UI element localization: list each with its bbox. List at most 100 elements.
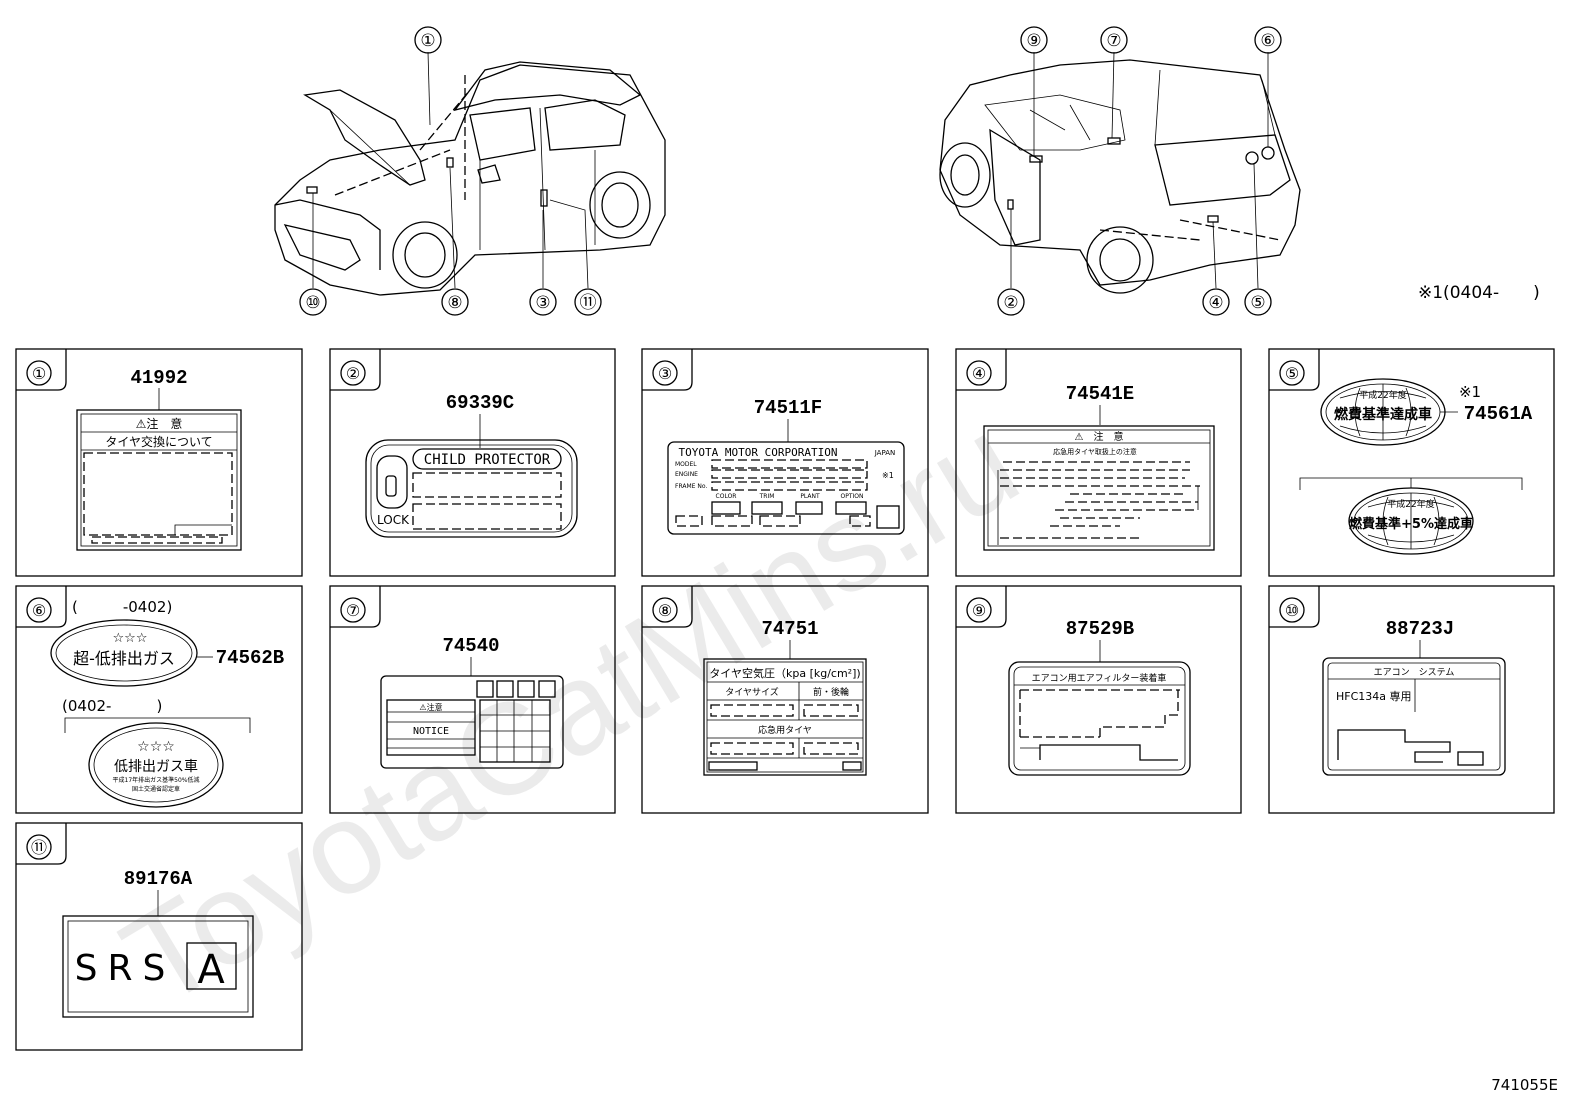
part-number: 89176A [124, 868, 193, 890]
svg-text:A: A [197, 947, 225, 993]
svg-text:燃費基準達成車: 燃費基準達成車 [1334, 406, 1432, 423]
svg-text:タイヤサイズ: タイヤサイズ [725, 686, 778, 698]
svg-text:NOTICE: NOTICE [413, 726, 449, 737]
svg-text:応急用タイヤ取扱上の注意: 応急用タイヤ取扱上の注意 [1053, 447, 1137, 456]
svg-text:⑦: ⑦ [1106, 31, 1121, 51]
svg-text:④: ④ [1208, 293, 1223, 313]
svg-text:国土交通省認定車: 国土交通省認定車 [132, 785, 180, 793]
label-87529B-illustration: エアコン用エアフィルター装着車 [1008, 661, 1191, 776]
svg-text:応急用タイヤ: 応急用タイヤ [758, 724, 812, 736]
svg-text:⑧: ⑧ [447, 293, 462, 313]
panel-74511F: ③ 74511F TOYOTA MOTOR CORPORATION JAPAN … [641, 348, 929, 577]
svg-text:②: ② [346, 364, 360, 383]
fuel-economy-seal-2: 平成22年度 燃費基準+5%達成車 [1348, 487, 1474, 555]
callout-9: ⑨ [1020, 26, 1048, 54]
panel-74540: ⑦ 74540 ⚠注意 NOTICE [329, 585, 616, 814]
part-number: 69339C [446, 392, 514, 414]
svg-text:MODEL: MODEL [675, 461, 697, 468]
panel-87529B: ⑨ 87529B エアコン用エアフィルター装着車 [955, 585, 1242, 814]
panel-74561A: ⑤ ※1 74561A 平成22年度 燃費基準達成車 平成22年度 燃費基準+5… [1268, 348, 1555, 577]
svg-text:⑥: ⑥ [32, 601, 46, 620]
label-74541E-illustration: ⚠ 注 意 応急用タイヤ取扱上の注意 [983, 425, 1215, 551]
part-number: 74541E [1066, 383, 1134, 405]
svg-text:⚠注 意: ⚠注 意 [136, 416, 183, 431]
svg-text:⑤: ⑤ [1250, 293, 1265, 313]
part-number: 74540 [442, 635, 499, 657]
svg-text:⑨: ⑨ [1026, 31, 1041, 51]
label-88723J-illustration: エアコン システム HFC134a 専用 [1322, 657, 1506, 776]
callout-7: ⑦ [1100, 26, 1128, 54]
svg-text:HFC134a 専用: HFC134a 専用 [1336, 690, 1412, 703]
svg-text:(0402- ): (0402- ) [62, 697, 162, 715]
svg-text:ENGINE: ENGINE [675, 471, 698, 478]
svg-text:LOCK: LOCK [377, 513, 410, 527]
svg-text:※1: ※1 [1459, 383, 1481, 401]
svg-text:CHILD PROTECTOR: CHILD PROTECTOR [424, 452, 551, 468]
svg-text:⑧: ⑧ [658, 601, 672, 620]
callout-5: ⑤ [1244, 288, 1272, 316]
svg-text:☆☆☆: ☆☆☆ [113, 631, 148, 646]
svg-text:※1: ※1 [882, 471, 894, 480]
svg-text:⚠ 注 意: ⚠ 注 意 [1075, 430, 1124, 443]
panel-89176A: ⑪ 89176A SRS A [15, 822, 303, 1051]
callout-2: ② [997, 288, 1025, 316]
label-41992-illustration: ⚠注 意 タイヤ交換について [76, 409, 242, 551]
callout-8: ⑧ [441, 288, 469, 316]
svg-text:OPTION: OPTION [841, 493, 864, 500]
svg-text:FRAME No.: FRAME No. [675, 483, 707, 490]
panel-41992: ① 41992 ⚠注 意 タイヤ交換について [15, 348, 303, 577]
label-74751-illustration: タイヤ空気圧（kpa [kg/cm²]) タイヤサイズ 前・後輪 応急用タイヤ [703, 658, 867, 776]
callout-1: ① [414, 26, 442, 54]
svg-text:⑪: ⑪ [31, 838, 47, 857]
svg-text:③: ③ [658, 364, 672, 383]
diagram-id: 741055E [1491, 1076, 1558, 1094]
svg-text:PLANT: PLANT [800, 493, 820, 500]
svg-text:エアコン システム: エアコン システム [1374, 667, 1455, 678]
callout-11: ⑪ [574, 288, 602, 316]
part-number: 74511F [754, 397, 822, 419]
svg-text:平成22年度: 平成22年度 [1359, 389, 1406, 401]
car-front-illustration [274, 51, 666, 296]
svg-text:TRIM: TRIM [759, 493, 775, 500]
svg-text:燃費基準+5%達成車: 燃費基準+5%達成車 [1349, 516, 1473, 532]
panel-69339C: ② 69339C CHILD PROTECTOR LOCK [329, 348, 616, 577]
car-front-callouts: ① ⑩ ⑧ ③ ⑪ [299, 26, 602, 316]
svg-text:①: ① [32, 364, 46, 383]
svg-text:⑨: ⑨ [972, 601, 986, 620]
callout-4: ④ [1202, 288, 1230, 316]
svg-text:タイヤ空気圧（kpa [kg/cm²]): タイヤ空気圧（kpa [kg/cm²]) [709, 666, 860, 680]
car-rear-illustration [939, 51, 1301, 294]
car-rear-callouts: ⑨ ⑦ ⑥ ② ④ ⑤ [997, 26, 1282, 316]
svg-text:☆☆☆: ☆☆☆ [137, 739, 175, 755]
svg-text:SRS: SRS [75, 948, 176, 989]
svg-text:⑦: ⑦ [346, 601, 360, 620]
callout-6: ⑥ [1254, 26, 1282, 54]
callout-3: ③ [529, 288, 557, 316]
emission-seal-1: ☆☆☆ 超-低排出ガス [50, 619, 198, 687]
svg-text:超-低排出ガス: 超-低排出ガス [73, 649, 175, 668]
panel-88723J: ⑩ 88723J エアコン システム HFC134a 専用 [1268, 585, 1555, 814]
svg-text:TOYOTA MOTOR CORPORATION: TOYOTA MOTOR CORPORATION [679, 446, 838, 459]
panel-74562B: ⑥ ( -0402) ☆☆☆ 超-低排出ガス 74562B (0402- ) ☆… [15, 585, 303, 814]
label-89176A-illustration: SRS A [62, 915, 254, 1018]
svg-text:⑩: ⑩ [305, 293, 320, 313]
svg-text:⚠注意: ⚠注意 [419, 702, 442, 712]
label-74540-illustration: ⚠注意 NOTICE [380, 675, 564, 769]
callout-10: ⑩ [299, 288, 327, 316]
svg-text:低排出ガス車: 低排出ガス車 [114, 758, 198, 775]
svg-text:⑥: ⑥ [1260, 31, 1275, 51]
svg-text:平成22年度: 平成22年度 [1387, 498, 1434, 510]
svg-text:タイヤ交換について: タイヤ交換について [105, 434, 212, 449]
panel-74541E: ④ 74541E ⚠ 注 意 応急用タイヤ取扱上の注意 [955, 348, 1242, 577]
svg-text:前・後輪: 前・後輪 [813, 686, 849, 698]
fuel-economy-seal-1: 平成22年度 燃費基準達成車 [1320, 378, 1446, 446]
svg-text:③: ③ [535, 293, 550, 313]
svg-text:①: ① [420, 31, 435, 51]
svg-text:COLOR: COLOR [716, 493, 737, 500]
part-number: 41992 [130, 367, 187, 389]
svg-text:⑪: ⑪ [580, 293, 597, 313]
svg-text:平成17年排出ガス基準50%低減: 平成17年排出ガス基準50%低減 [113, 776, 200, 784]
part-number: 74562B [216, 647, 284, 669]
svg-text:⑩: ⑩ [1285, 601, 1299, 620]
part-number: 87529B [1066, 618, 1134, 640]
